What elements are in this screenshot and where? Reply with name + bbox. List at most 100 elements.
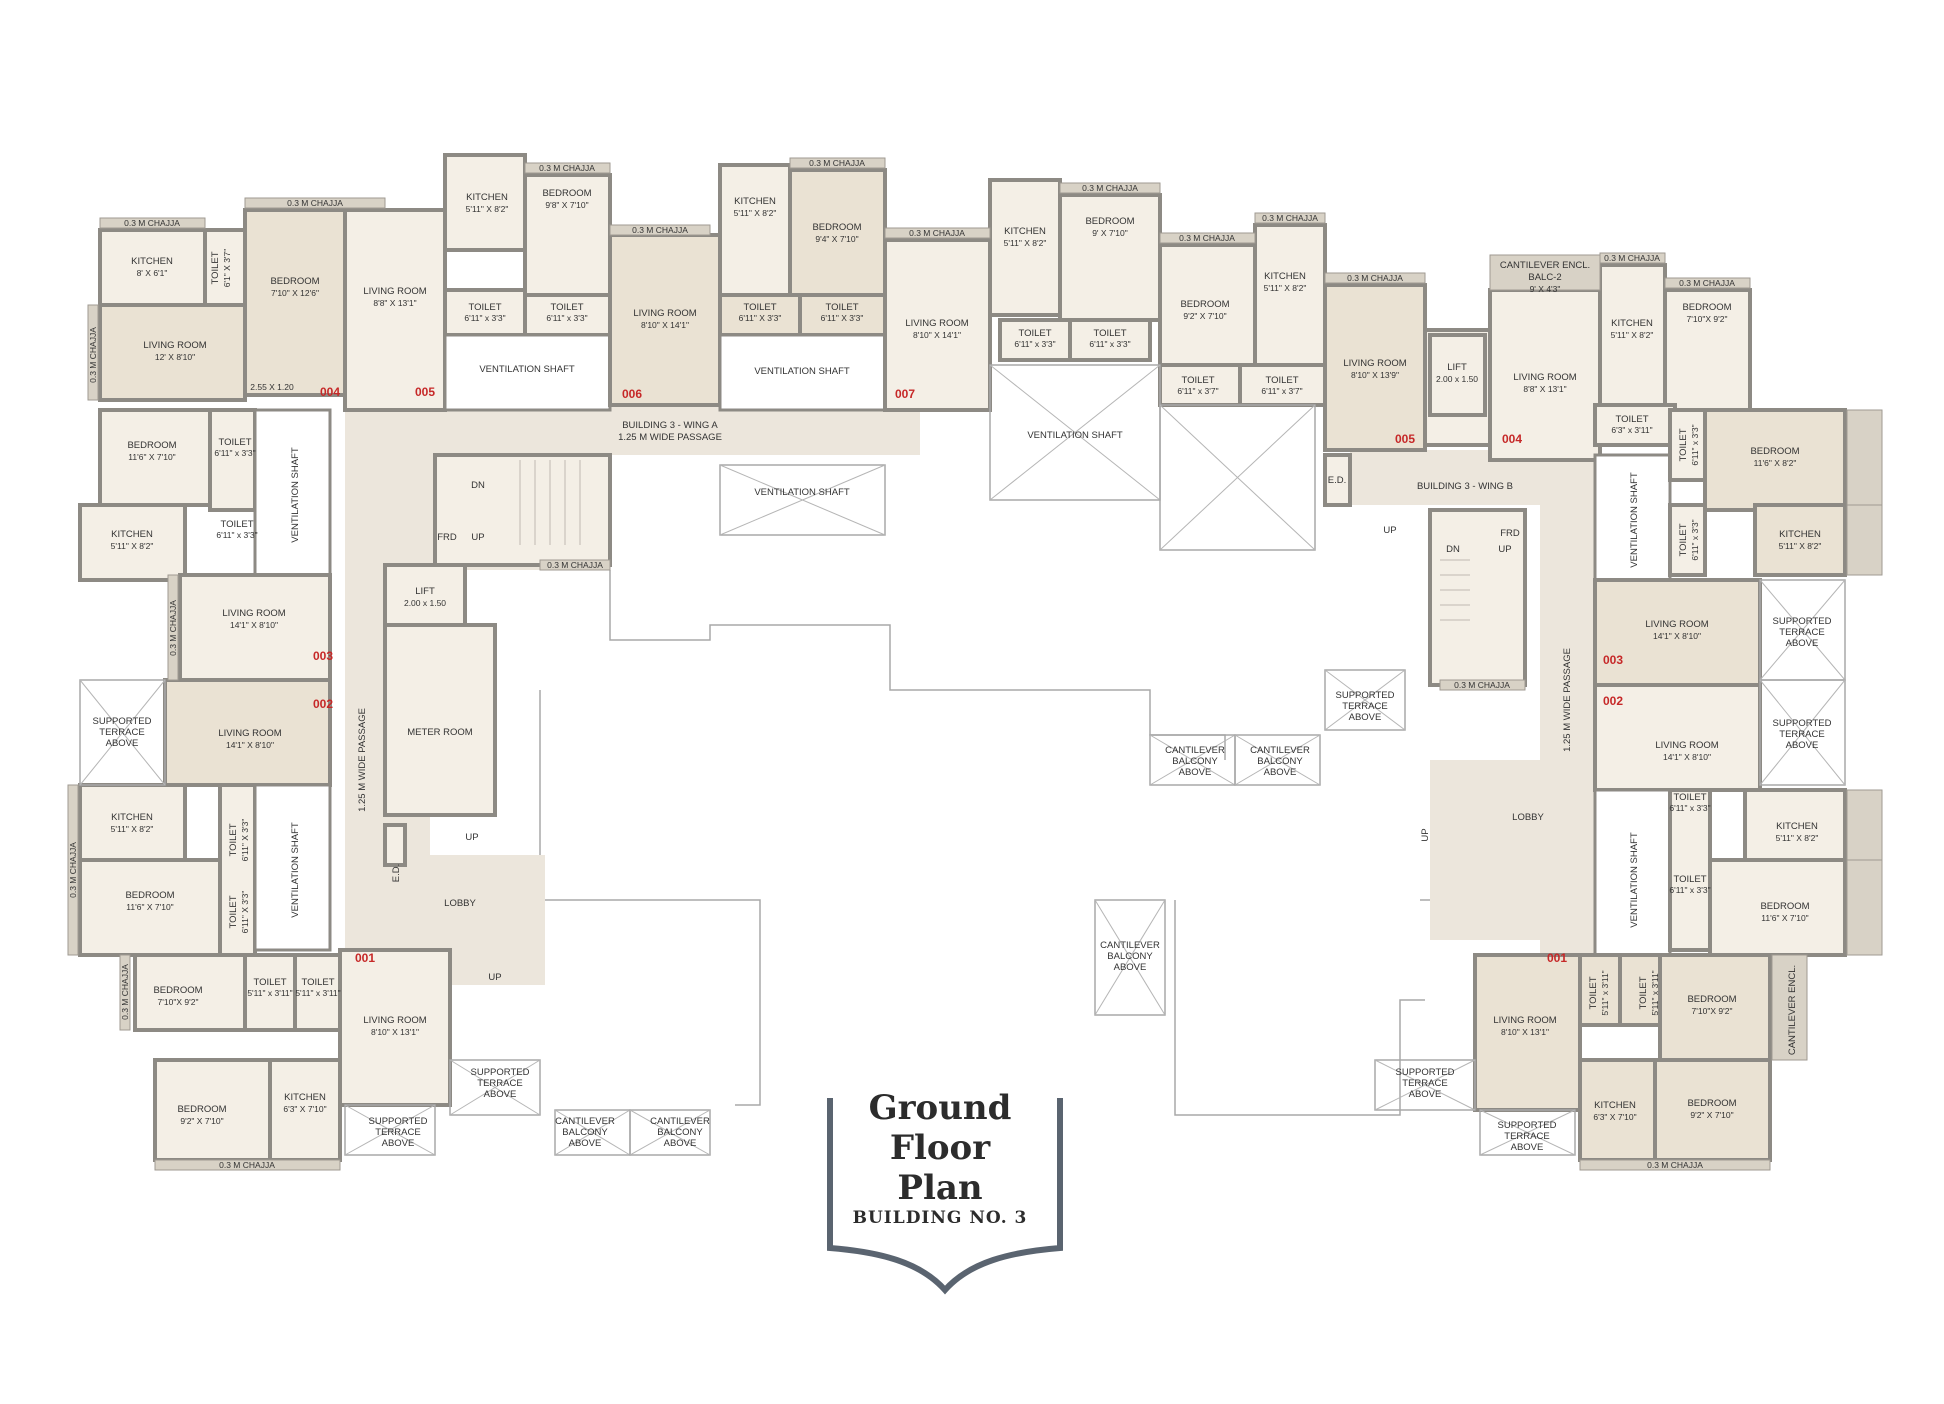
k-511x82-label: 5'11" X 8'2" [466, 204, 509, 214]
wing-a-label: BUILDING 3 - WING A [622, 420, 718, 431]
t-63x311-label: 6'3" x 3'11" [1611, 425, 1652, 435]
living-room-label: LIVING ROOM [222, 608, 285, 619]
cantilever-encl-label: CANTILEVER ENCL. [1500, 260, 1590, 271]
t-611x33-label: 6'11" x 3'3" [546, 313, 587, 323]
open-shape [1479, 1109, 1576, 1156]
cross-shape [1374, 1059, 1476, 1111]
t-611x33-label: 6'11" x 3'3" [1690, 424, 1700, 465]
chajja-shape [539, 559, 611, 571]
above-label: ABOVE [1349, 712, 1382, 723]
room-shape [1428, 508, 1527, 687]
b-9x710-label: 9' X 7'10" [1092, 228, 1128, 238]
0-label: 001 [1547, 951, 1567, 965]
room-shape [443, 288, 527, 337]
cross-shape [719, 464, 886, 536]
l-141x810-label: 14'1" X 8'10" [1653, 631, 1701, 641]
toilet-label: TOILET [228, 823, 239, 856]
supported-terrace-label: SUPPORTED [471, 1067, 530, 1078]
supported-terrace-label: SUPPORTED [1396, 1067, 1455, 1078]
room-shape [1668, 408, 1707, 482]
1-label: 002 [313, 697, 333, 711]
terrace-label: TERRACE [1342, 701, 1387, 712]
cross-shape [629, 1109, 711, 1156]
supported-terrace-label: SUPPORTED [1773, 718, 1832, 729]
room-shape [1473, 953, 1582, 1112]
room-shape [1428, 333, 1487, 417]
living-room-label: LIVING ROOM [143, 340, 206, 351]
t-511x311-label: 5'11" x 3'11" [295, 988, 340, 998]
toilet-label: TOILET [468, 302, 501, 313]
title-frame [827, 1098, 1063, 1295]
kitchen-label: KITCHEN [734, 196, 776, 207]
room-shape [1598, 263, 1667, 407]
2-label: 003 [313, 649, 333, 663]
t-611x37-label: 6'11" x 3'7" [1177, 386, 1218, 396]
open-shape [719, 464, 886, 536]
cantilever-label: CANTILEVER [555, 1116, 615, 1127]
lift-dim-label: 2.00 x 1.50 [404, 598, 446, 608]
cantilever-label: CANTILEVER [650, 1116, 710, 1127]
wing-b [1158, 223, 1847, 1162]
toilet-label: TOILET [1638, 976, 1649, 1009]
t-511x311-label: 5'11" x 3'11" [247, 988, 292, 998]
0-label: 001 [355, 951, 375, 965]
toilet-label: TOILET [1093, 328, 1126, 339]
room-shape [1253, 223, 1327, 367]
room-shape [1708, 858, 1847, 957]
room-shape [1593, 403, 1677, 447]
chajja-label: 0.3 M CHAJJA [1347, 273, 1403, 283]
t-611x33b-label: 6'11" X 3'3" [240, 891, 250, 934]
ventilation-shaft-label: VENTILATION SHAFT [479, 364, 575, 375]
b-710x92-label: 7'10"X 9'2" [158, 997, 199, 1007]
chajja-shape [99, 217, 206, 229]
passage-label: 1.25 M WIDE PASSAGE [357, 708, 368, 812]
room-shape [1323, 453, 1352, 507]
supported-terrace-label: SUPPORTED [1773, 616, 1832, 627]
shaft-shape [253, 408, 332, 577]
b-710x92-label: 7'10"X 9'2" [1687, 314, 1728, 324]
bedroom-label: BEDROOM [1687, 1098, 1736, 1109]
toilet-label: TOILET [301, 977, 334, 988]
t-611x33-label: 6'11" x 3'3" [1014, 339, 1055, 349]
room-shape [98, 228, 207, 307]
above-label: ABOVE [1786, 740, 1819, 751]
cross-shape [449, 1059, 541, 1116]
chajja-shape [1439, 679, 1526, 691]
chajja-label: 0.3 M CHAJJA [1262, 213, 1318, 223]
above-label: ABOVE [382, 1138, 415, 1149]
above-label: ABOVE [1409, 1089, 1442, 1100]
room-shape [1753, 503, 1847, 577]
3-label: 004 [1502, 432, 1522, 446]
toilet-label: TOILET [825, 302, 858, 313]
t-511x311-label: 5'11" x 3'11" [1650, 970, 1660, 1015]
title-line-3: Plan [897, 1168, 983, 1208]
supported-terrace-label: SUPPORTED [1498, 1120, 1557, 1131]
open-shape [539, 690, 761, 1106]
bedroom-label: BEDROOM [1750, 446, 1799, 457]
above-label: ABOVE [1264, 767, 1297, 778]
passage-label: 1.25 M WIDE PASSAGE [618, 432, 722, 443]
open-shape [344, 1104, 436, 1156]
title-subtitle: BUILDING NO. 3 [852, 1208, 1028, 1228]
k-511x82-label: 5'11" X 8'2" [1779, 541, 1822, 551]
t-611x33-label: 6'11" x 3'3" [464, 313, 505, 323]
terrace-label: TERRACE [375, 1127, 420, 1138]
b-116x710-label: 11'6" X 7'10" [128, 452, 175, 462]
chajja-label-vertical: 0.3 M CHAJJA [88, 327, 98, 383]
bedroom-label: BEDROOM [542, 188, 591, 199]
b-98x710-label: 9'8" X 7'10" [545, 200, 588, 210]
bedroom-label: BEDROOM [153, 985, 202, 996]
room-shape [433, 453, 612, 567]
terrace-label: TERRACE [477, 1078, 522, 1089]
room-shape [268, 1058, 342, 1162]
balcony-label: BALCONY [1172, 756, 1218, 767]
terrace-label: TERRACE [1504, 1131, 1549, 1142]
supported-terrace-label: SUPPORTED [93, 716, 152, 727]
room-shape [293, 953, 342, 1032]
opening-dim-label: 2.55 X 1.20 [250, 382, 294, 392]
toilet-label: TOILET [1678, 428, 1689, 461]
room-labels: 0.3 M CHAJJA 0.3 M CHAJJA 0.3 M CHAJJA 0… [68, 158, 1832, 1170]
above-label: ABOVE [1511, 1142, 1544, 1153]
cross-shape [989, 364, 1161, 501]
l-810x131-label: 8'10" X 13'1" [1501, 1027, 1549, 1037]
